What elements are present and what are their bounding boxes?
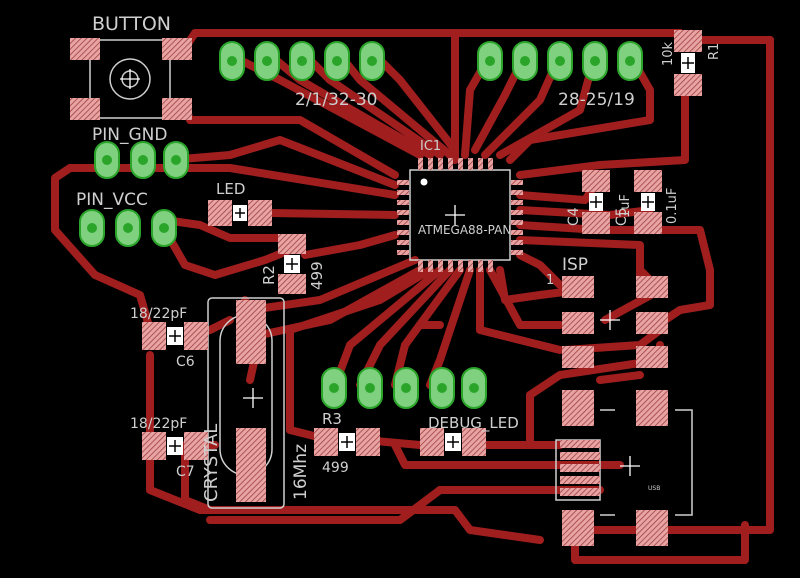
label-r3: R3 — [322, 410, 342, 428]
label-r3-value: 499 — [322, 460, 349, 476]
text-labels: BUTTON PIN_GND PIN_VCC LED R2 499 2/1/32… — [76, 13, 722, 502]
smd-pads — [142, 30, 702, 546]
label-pin-gnd: PIN_GND — [92, 125, 167, 145]
label-r2: R2 — [260, 265, 278, 285]
label-c4-value: 1uF — [618, 194, 633, 218]
origin-markers — [120, 69, 640, 476]
header-pin-gnd — [94, 141, 189, 179]
header-pin-vcc — [79, 209, 177, 247]
label-c4: C4 — [566, 207, 582, 226]
component-body-marks — [169, 57, 694, 452]
label-c5-value: 0.1uF — [665, 188, 680, 224]
header-debug — [321, 367, 487, 409]
label-crystal: CRYSTAL — [201, 424, 222, 502]
header-2-1-32-30 — [219, 41, 385, 81]
label-mcu: ATMEGA88-PAN — [418, 223, 511, 237]
label-isp: ISP — [562, 255, 588, 275]
label-c7: C7 — [176, 464, 195, 480]
header-28-25-19 — [477, 41, 643, 81]
label-r1: R1 — [707, 43, 722, 60]
label-button: BUTTON — [92, 13, 171, 35]
button-pads — [70, 38, 192, 120]
mcu-atmega88 — [397, 158, 523, 272]
label-c7-value: 18/22pF — [130, 416, 187, 432]
label-c6: C6 — [176, 354, 195, 370]
label-ic1: IC1 — [420, 139, 441, 154]
label-c5: C5 — [614, 207, 630, 226]
label-header-left: 2/1/32-30 — [295, 90, 378, 110]
label-header-right: 28-25/19 — [558, 90, 635, 110]
label-r2-value: 499 — [308, 261, 326, 290]
label-c6-value: 18/22pF — [130, 306, 187, 322]
label-debug-led: DEBUG_LED — [428, 414, 519, 433]
label-pin-vcc: PIN_VCC — [76, 190, 148, 210]
label-isp-pin1: 1 — [546, 273, 554, 288]
label-led: LED — [216, 180, 245, 198]
label-usb: USB — [648, 485, 660, 492]
label-r1-value: 10k — [661, 41, 676, 66]
label-crystal-freq: 16Mhz — [291, 444, 311, 500]
